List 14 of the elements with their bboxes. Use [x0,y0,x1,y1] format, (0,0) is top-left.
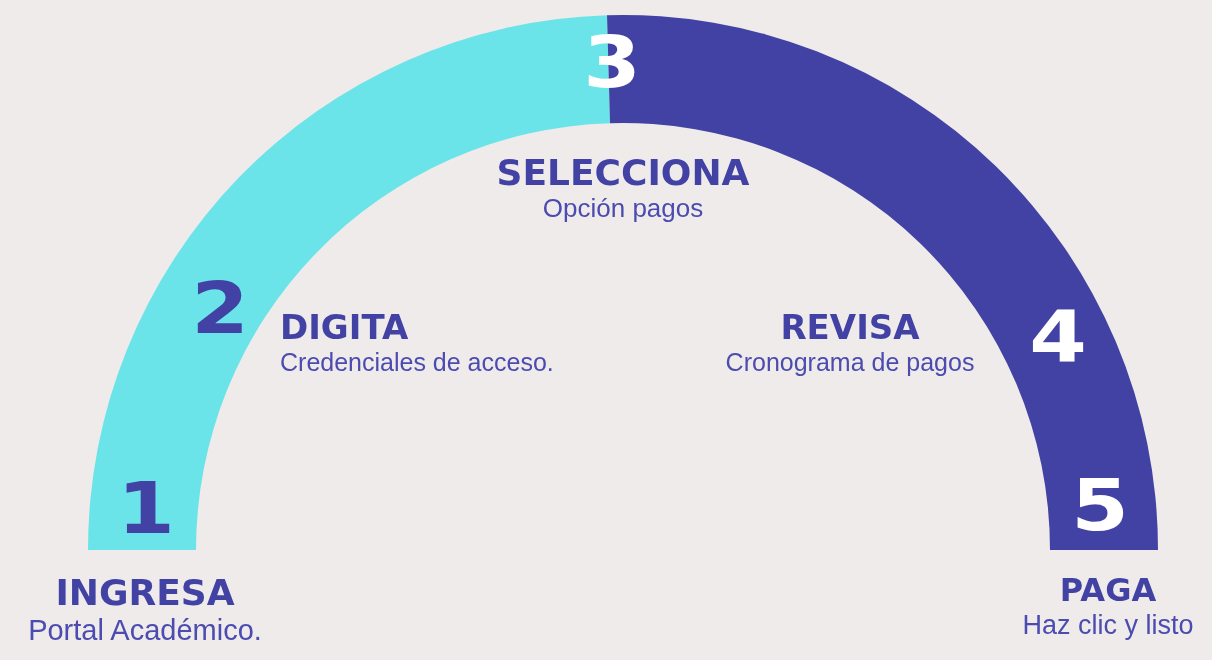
step-heading: PAGA [1059,572,1157,609]
step-number: 5 [1071,469,1129,541]
step-description: Opción pagos [542,193,704,225]
step-heading: REVISA [780,308,920,348]
step-description: Cronograma de pagos [725,347,975,378]
step-number: 1 [117,472,175,544]
step-number: 2 [191,272,249,344]
step-description: Credenciales de acceso. [280,347,554,378]
step-description: Haz clic y listo [1022,608,1194,642]
step-number: 4 [1029,300,1087,372]
step-heading: INGRESA [55,572,235,614]
step-heading: DIGITA [280,308,409,348]
step-heading: SELECCIONA [496,152,750,194]
step-description: Portal Académico. [28,613,262,649]
